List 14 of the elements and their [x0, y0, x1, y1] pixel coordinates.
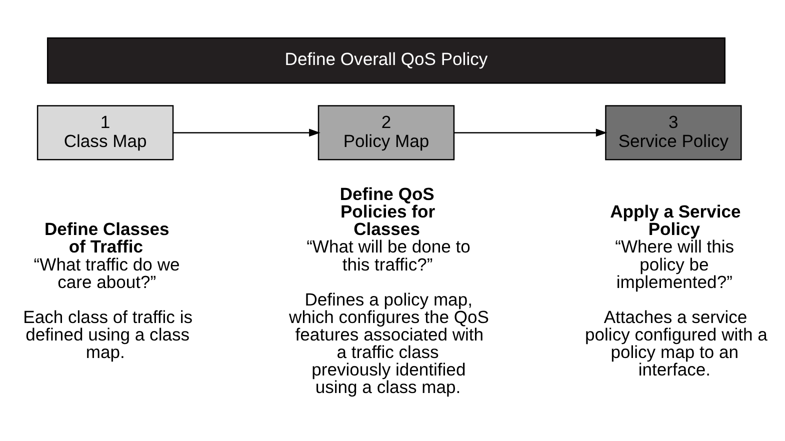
node-label: Define QoS Policies for Classes — [340, 184, 436, 240]
node-box: 1 Class Map — [36, 105, 174, 160]
arrow — [454, 128, 608, 137]
node-box: Define Overall QoS Policy — [46, 37, 726, 84]
node-label: Defines a policy map, which configures the QoS features associated with a traffic class previously identified using a class map. — [289, 289, 489, 398]
node-label: “What traffic do we care about?” — [34, 254, 180, 292]
node-label: Apply a Service Policy — [610, 202, 741, 240]
arrow — [173, 128, 320, 137]
node-label: Define Classes of Traffic — [44, 219, 170, 257]
node-label: “What will be done to this traffic?” — [306, 236, 470, 274]
node-label: Each class of traffic is defined using a class map. — [23, 306, 193, 362]
node-box: 3 Service Policy — [605, 105, 742, 160]
node-box: 2 Policy Map — [318, 105, 455, 160]
node-label: Attaches a service policy configured with a policy map to an interface. — [585, 306, 768, 380]
